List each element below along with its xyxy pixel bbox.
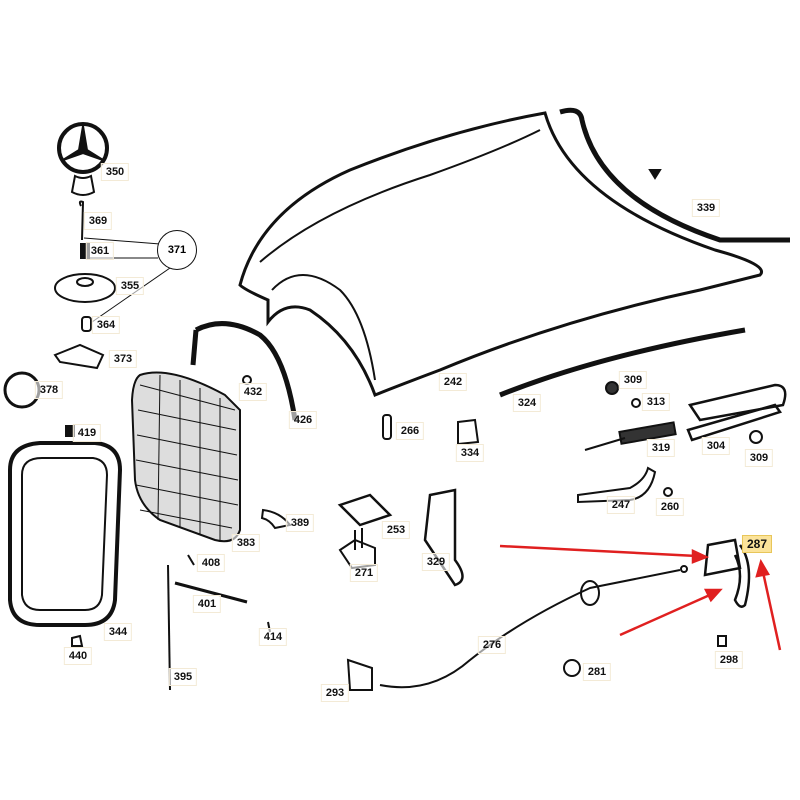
callout-309b: 309 [744,449,774,467]
hood-strip-drawing [499,327,746,398]
fender-strip-drawing [194,321,298,421]
callout-313: 313 [641,393,671,411]
release-cable-drawing [379,569,681,689]
callout-247: 247 [606,496,636,514]
rod-drawing [78,200,85,241]
callout-281: 281 [582,663,612,681]
callout-383: 383 [231,534,261,552]
grille-mesh-drawing [130,371,241,543]
red-arrow [761,571,782,651]
callout-260: 260 [655,498,685,516]
callout-334: 334 [455,444,485,462]
callout-408: 408 [196,554,226,572]
callout-298: 298 [714,651,744,669]
callout-364: 364 [91,316,121,334]
callout-242: 242 [438,373,468,391]
callout-339: 339 [691,199,721,217]
callout-361: 361 [85,242,115,260]
latch-plate-drawing [337,493,393,527]
callout-293: 293 [320,684,350,702]
base-drawing [54,273,116,303]
callout-432: 432 [238,383,268,401]
callout-253: 253 [381,521,411,539]
callout-304: 304 [701,437,731,455]
star-emblem-drawing [57,122,109,196]
callout-395: 395 [168,668,198,686]
hood-drawing [238,107,790,397]
callout-401: 401 [192,595,222,613]
callout-309: 309 [618,371,648,389]
callout-355: 355 [115,277,145,295]
hood-hook-drawing [423,488,464,587]
red-arrows [499,544,782,651]
grille-shell-drawing [8,441,123,627]
hinge-drawing [577,381,787,504]
callout-378: 378 [34,381,64,399]
red-arrow [499,544,698,558]
callout-373: 373 [108,350,138,368]
bolt-drawing [382,414,392,440]
callout-414: 414 [258,628,288,646]
callout-440: 440 [63,647,93,665]
callout-344: 344 [103,623,133,641]
callout-426: 426 [288,411,318,429]
red-arrow [619,592,713,637]
callout-389: 389 [285,514,315,532]
callout-287-highlighted: 287 [741,535,773,553]
callout-369: 369 [83,212,113,230]
callout-324: 324 [512,394,542,412]
callout-329: 329 [421,553,451,571]
callout-319: 319 [646,439,676,457]
callout-350: 350 [100,163,130,181]
callout-271: 271 [349,564,379,582]
callout-266: 266 [395,422,425,440]
callout-276: 276 [477,636,507,654]
gasket-drawing [53,343,105,370]
release-lever-drawing [703,538,751,608]
callout-371-circle: 371 [157,230,197,270]
callout-419: 419 [72,424,102,442]
